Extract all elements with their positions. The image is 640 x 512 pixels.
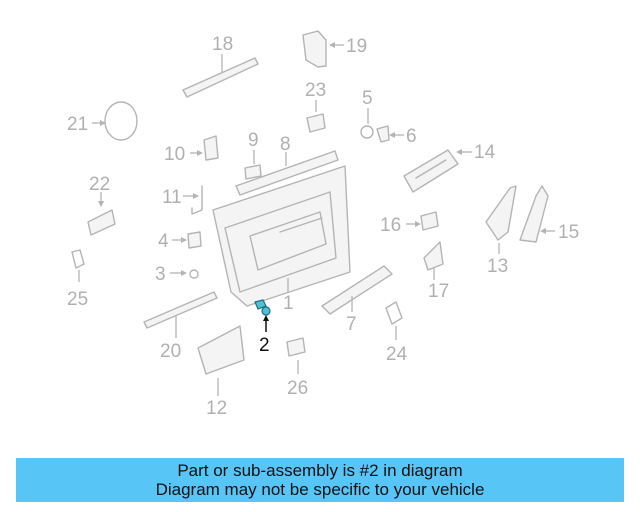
- callout-12: 12: [206, 398, 227, 419]
- banner-line-disclaimer: Diagram may not be specific to your vehi…: [155, 480, 485, 499]
- callout-10: 10: [164, 144, 185, 165]
- part-22-bezel: [87, 192, 116, 236]
- part-26-clip: [286, 337, 306, 374]
- part-3-screw: [170, 269, 199, 279]
- callout-16: 16: [380, 215, 401, 236]
- callout-23: 23: [305, 80, 326, 101]
- callout-24: 24: [386, 344, 408, 365]
- callout-9: 9: [248, 130, 259, 151]
- callout-7: 7: [346, 314, 357, 335]
- part-13-handle: [485, 185, 517, 254]
- callout-11: 11: [162, 187, 182, 208]
- part-18-trim-strip: [182, 54, 259, 98]
- callout-2: 2: [259, 335, 270, 356]
- info-banner: Part or sub-assembly is #2 in diagram Di…: [16, 458, 624, 502]
- part-1-door-panel: [212, 165, 351, 307]
- callout-18: 18: [212, 34, 233, 55]
- part-20-sill-strip: [143, 291, 218, 338]
- callout-25: 25: [67, 289, 88, 310]
- part-15-pillar-trim: [519, 185, 555, 243]
- part-10-fastener: [190, 135, 219, 161]
- callout-13: 13: [487, 256, 508, 277]
- part-17-panel: [423, 241, 444, 280]
- callout-14: 14: [474, 142, 496, 163]
- callout-5: 5: [362, 88, 373, 109]
- callout-21: 21: [67, 114, 88, 135]
- part-21-disc: [92, 101, 138, 141]
- part-6-bracket: [376, 125, 404, 143]
- callout-6: 6: [406, 126, 417, 147]
- callout-19: 19: [346, 36, 367, 57]
- callout-26: 26: [287, 378, 308, 399]
- callout-22: 22: [89, 174, 110, 195]
- callout-1: 1: [283, 293, 294, 314]
- callout-8: 8: [280, 134, 291, 155]
- parts-diagram: 18 19 21 23 5 6 10 9 8 14 22 11 16 15 4 …: [67, 30, 579, 419]
- callout-3: 3: [155, 264, 166, 285]
- part-24-clip: [385, 301, 403, 340]
- part-19-panel: [302, 30, 344, 68]
- part-16-clip: [406, 211, 439, 231]
- part-5-grommet: [360, 108, 374, 139]
- part-11-bracket: [183, 185, 203, 215]
- part-4-bracket: [172, 231, 202, 249]
- part-25-clip: [71, 249, 85, 282]
- part-12-lower-panel: [197, 325, 245, 396]
- part-8-trim-strip: [235, 150, 339, 196]
- part-2-screw: [254, 299, 271, 332]
- part-7-armrest-trim: [321, 265, 393, 315]
- part-14-switch-panel: [403, 149, 472, 193]
- callout-17: 17: [428, 281, 449, 302]
- callout-4: 4: [158, 231, 169, 252]
- part-9-clip: [244, 150, 262, 180]
- callout-20: 20: [160, 341, 181, 362]
- banner-line-part: Part or sub-assembly is #2 in diagram: [177, 461, 463, 480]
- part-23-clip: [306, 100, 326, 133]
- callout-15: 15: [558, 222, 579, 243]
